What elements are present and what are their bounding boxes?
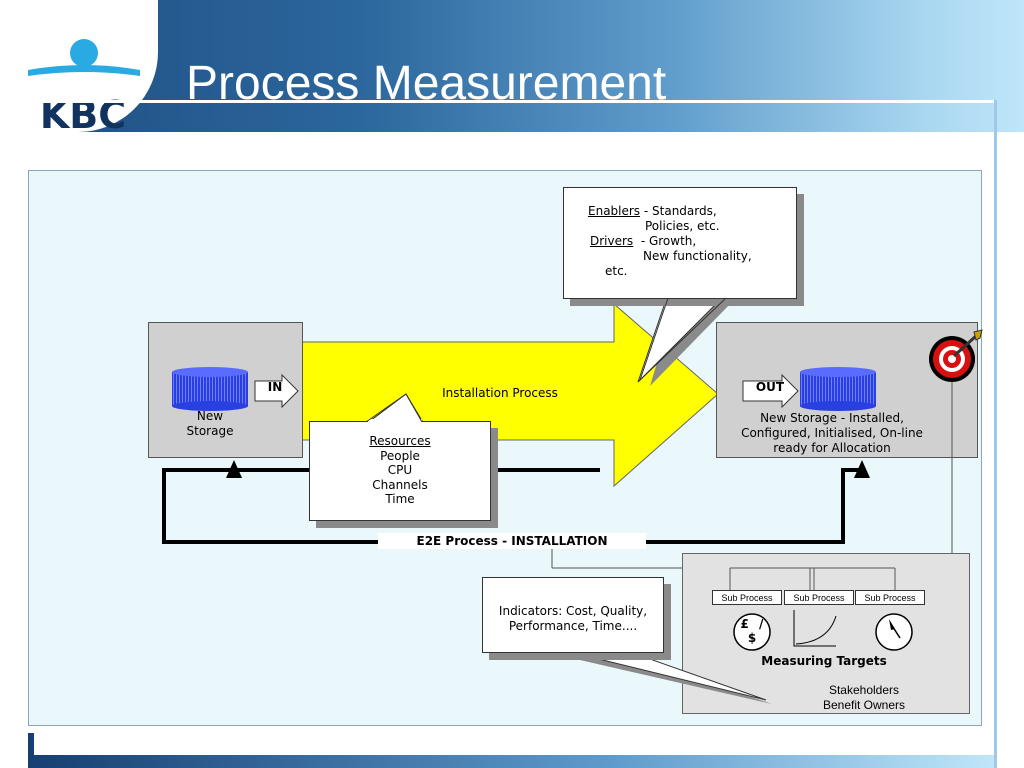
drivers-text-3: etc.	[605, 264, 628, 278]
resources-item: CPU	[387, 463, 413, 478]
e2e-label: E2E Process - INSTALLATION	[378, 533, 646, 549]
database-icon	[172, 367, 248, 411]
drivers-label: Drivers	[590, 234, 634, 248]
sub-process-box: Sub Process	[784, 590, 854, 605]
resources-heading: Resources	[369, 434, 431, 448]
output-label-line1: New Storage - Installed,	[760, 411, 904, 425]
indicators-text: Indicators: Cost, Quality, Performance, …	[484, 604, 662, 634]
resources-item: People	[380, 448, 420, 463]
input-label-line1: New	[196, 409, 224, 423]
enablers-text-1: - Standards,	[640, 204, 717, 218]
target-icon	[929, 329, 983, 382]
indicators-note	[482, 577, 664, 653]
database-icon	[800, 367, 876, 411]
footer-bar	[28, 755, 994, 768]
out-arrow-tag	[742, 373, 799, 409]
enablers-text: Enablers - Standards, Policies, etc. Dri…	[586, 204, 786, 279]
stakeholders-label: Stakeholders	[828, 683, 900, 697]
out-tag: OUT	[755, 380, 785, 394]
output-label-line3: ready for Allocation	[773, 441, 891, 455]
gauge-icon	[875, 613, 913, 651]
resources-text: Resources People CPU Channels Time	[340, 434, 460, 507]
in-arrow-tag	[254, 373, 299, 409]
sub-process-box: Sub Process	[855, 590, 925, 605]
right-divider	[994, 100, 997, 768]
input-label-line2: Storage	[186, 424, 234, 438]
output-label-line2: Configured, Initialised, On-line	[741, 426, 923, 440]
input-label: New Storage	[168, 409, 252, 439]
measuring-title: Measuring Targets	[761, 654, 887, 668]
indicators-line1: Indicators: Cost, Quality,	[498, 604, 648, 618]
enablers-text-2: Policies, etc.	[645, 219, 720, 233]
currency-symbols: £ / $	[740, 617, 764, 645]
header-divider	[0, 100, 997, 103]
resources-item: Channels	[372, 477, 428, 492]
enablers-label: Enablers	[588, 204, 641, 218]
currency-icon	[733, 613, 771, 651]
process-label: Installation Process	[442, 386, 558, 400]
drivers-text-1: - Growth,	[633, 234, 697, 248]
resources-item: Time	[385, 492, 415, 507]
slide-header	[0, 0, 1024, 132]
curve-chart-icon	[793, 610, 837, 647]
sub-process-box: Sub Process	[712, 590, 782, 605]
indicators-line2: Performance, Time....	[508, 619, 638, 633]
footer-bar-left	[28, 733, 34, 768]
drivers-text-2: New functionality,	[643, 249, 752, 263]
in-tag: IN	[267, 380, 283, 394]
enablers-note	[563, 187, 797, 299]
benefit-owners-label: Benefit Owners	[822, 698, 906, 712]
output-label: New Storage - Installed, Configured, Ini…	[726, 411, 938, 456]
